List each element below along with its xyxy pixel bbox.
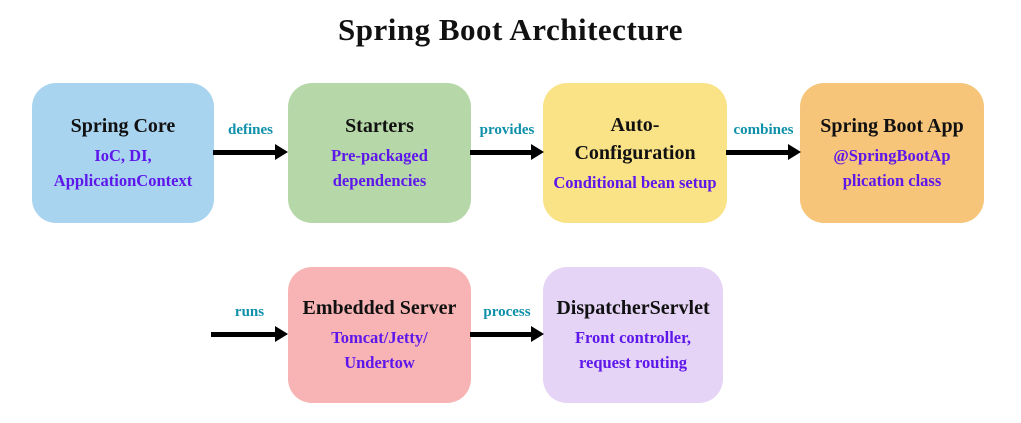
connector-combines: combines [726,121,801,160]
node-spring-boot-app: Spring Boot App @SpringBootAp plication … [800,83,984,223]
arrow-right-icon [213,144,288,160]
node-title: Spring Boot App [820,112,963,140]
arrow-right-icon [470,144,544,160]
connector-process: process [470,303,544,342]
node-subtitle-line: IoC, DI, [94,146,152,166]
node-subtitle-line: dependencies [332,171,427,190]
node-embedded-server: Embedded Server Tomcat/Jetty/ Undertow [288,267,471,403]
arrow-shaft [470,149,531,155]
node-subtitle: @SpringBootAp plication class [833,144,950,194]
node-subtitle-line: Pre-packaged [331,146,428,166]
arrow-right-icon [211,326,288,342]
connector-label: combines [733,122,794,138]
node-subtitle-line: request routing [578,353,687,372]
arrow-shaft [211,331,275,337]
arrow-head [531,144,544,160]
node-subtitle: Pre-packaged dependencies [331,144,428,194]
node-title-line: Spring Core [70,115,176,138]
arrow-shaft [470,331,531,337]
node-subtitle-line: ApplicationContext [53,171,193,190]
node-title-line: Configuration [574,141,696,164]
node-title: Auto- Configuration [574,111,695,167]
node-subtitle-line: plication class [842,171,942,190]
node-title: Spring Core [71,112,176,140]
arrow-right-icon [726,144,801,160]
node-title-line: Embedded Server [302,297,457,320]
node-subtitle-line: Conditional bean setup [553,172,717,192]
page-title: Spring Boot Architecture [338,12,683,47]
connector-label: process [483,304,531,320]
arrow-shaft [726,149,788,155]
node-subtitle: Tomcat/Jetty/ Undertow [331,326,428,376]
node-title: Embedded Server [303,294,457,322]
node-auto-configuration: Auto- Configuration Conditional bean set… [543,83,727,223]
connector-provides: provides [470,121,544,160]
node-subtitle: IoC, DI, ApplicationContext [54,144,192,194]
node-subtitle: Front controller, request routing [575,326,691,376]
connector-runs: runs [211,303,288,342]
arrow-head [275,144,288,160]
arrow-head [275,326,288,342]
node-title: DispatcherServlet [556,294,709,322]
arrow-head [531,326,544,342]
arrow-right-icon [470,326,544,342]
node-starters: Starters Pre-packaged dependencies [288,83,471,223]
node-title-line: DispatcherServlet [556,297,710,320]
node-subtitle: Conditional bean setup [553,171,716,196]
arrow-shaft [213,149,275,155]
node-title: Starters [345,112,414,140]
node-title-line: Auto- [610,113,660,136]
node-subtitle-line: Tomcat/Jetty/ [331,328,428,348]
node-subtitle-line: @SpringBootAp [833,146,951,166]
connector-defines: defines [213,121,288,160]
connector-label: runs [234,304,265,320]
node-subtitle-line: Undertow [344,353,415,372]
node-title-line: Starters [345,115,414,138]
arrow-head [788,144,801,160]
node-subtitle-line: Front controller, [574,328,692,348]
connector-label: defines [228,122,273,138]
connector-label: provides [479,122,535,138]
node-spring-core: Spring Core IoC, DI, ApplicationContext [32,83,214,223]
node-dispatcher-servlet: DispatcherServlet Front controller, requ… [543,267,723,403]
node-title-line: Spring Boot App [820,115,964,138]
